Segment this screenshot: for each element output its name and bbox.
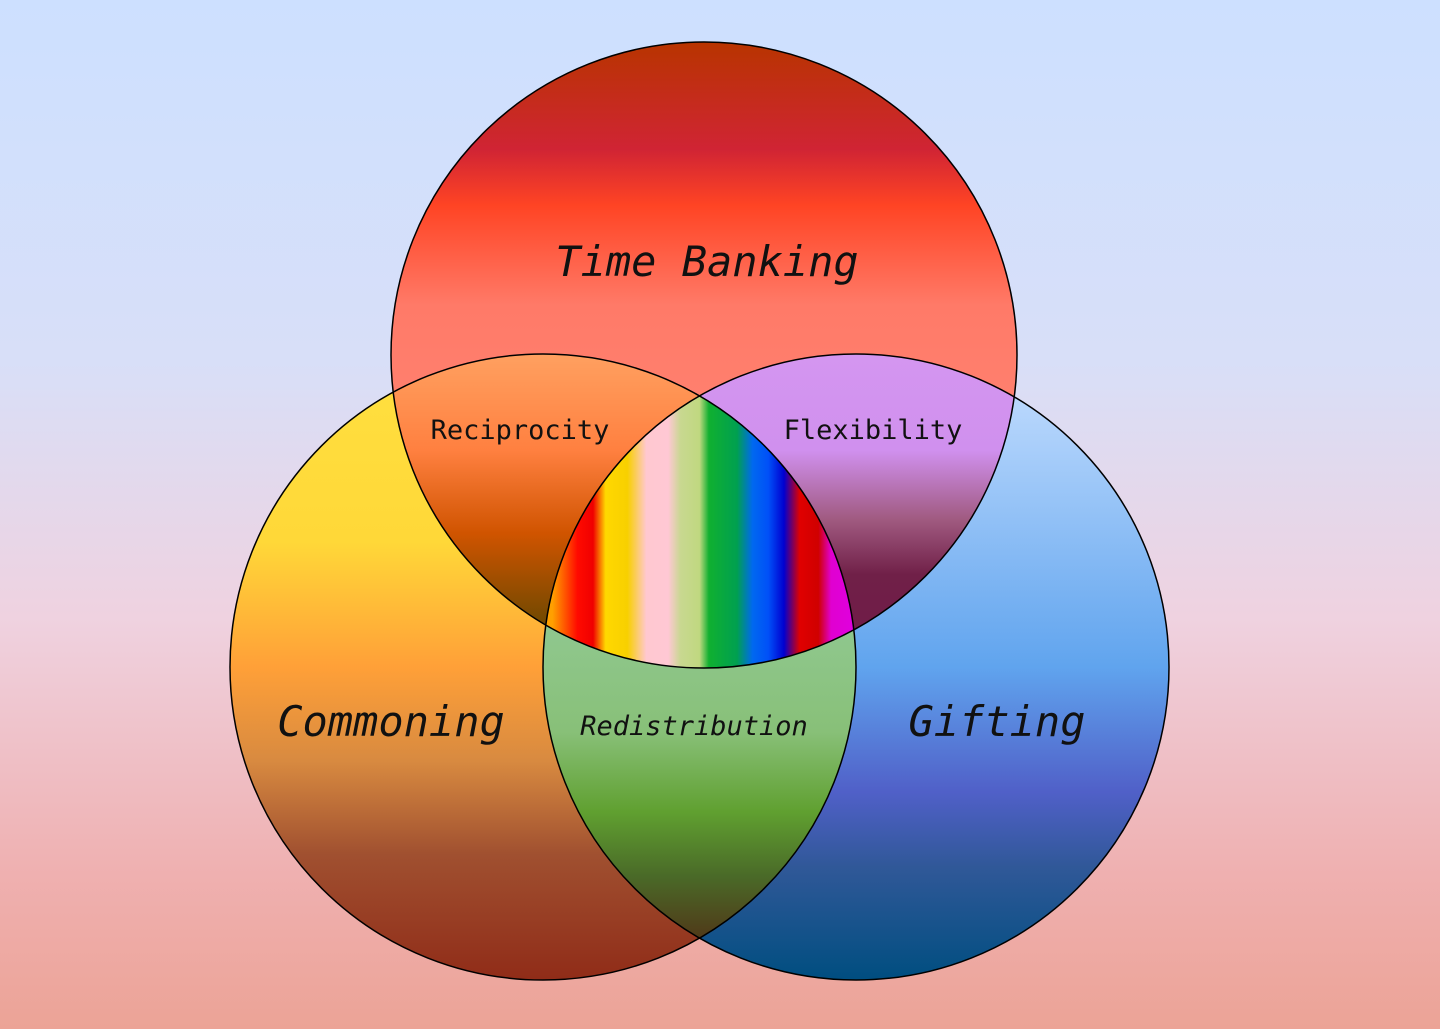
label-reciprocity: Reciprocity <box>431 415 610 446</box>
region-center-rainbow <box>543 354 856 668</box>
label-gifting: Gifting <box>908 697 1085 746</box>
label-time-banking: Time Banking <box>555 237 858 286</box>
circle-outlines <box>229 41 1170 981</box>
label-commoning: Commoning <box>277 697 505 746</box>
label-redistribution: Redistribution <box>580 711 808 742</box>
label-flexibility: Flexibility <box>784 415 963 446</box>
